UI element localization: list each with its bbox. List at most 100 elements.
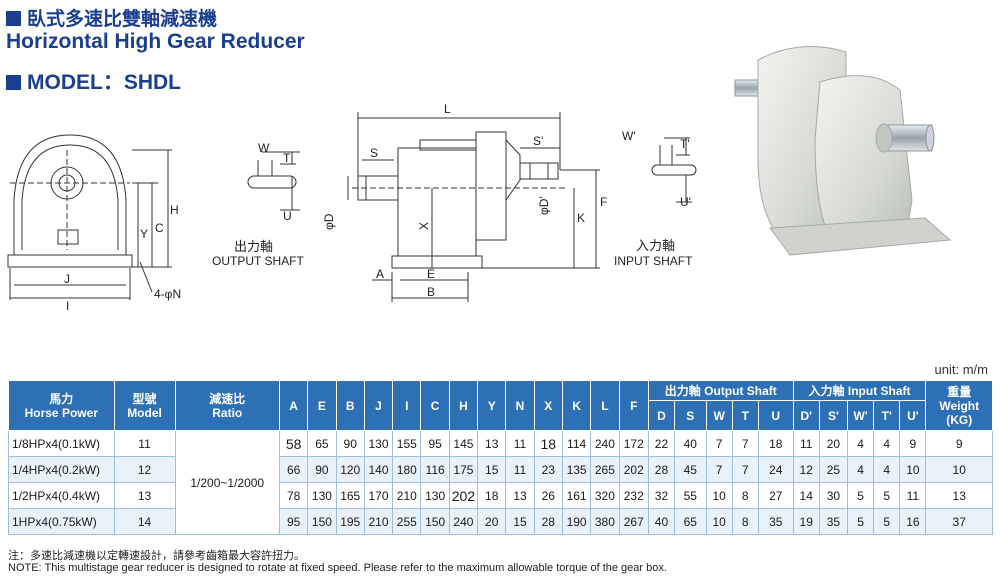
output-cell: 40 [647,508,676,535]
side-view-drawing [347,112,600,302]
value-cell: 11 [505,430,535,457]
output-cell: 65 [674,508,707,535]
value-cell: 161 [561,482,592,509]
hp-cell: 1HPx4(0.75kW) [8,508,115,535]
header-output-col: U [757,400,794,431]
weight-cell: 10 [925,456,993,483]
input-cell: 4 [873,456,901,483]
value-cell: 58 [278,430,309,457]
dim-u-label: U [283,209,292,223]
value-cell: 175 [448,456,479,483]
output-cell: 24 [757,456,794,483]
output-cell: 32 [647,482,676,509]
table-row: 1/8HPx4(0.1kW) 11 1/200~1/2000 58 65 90 … [8,430,993,535]
input-cell: 5 [847,482,875,509]
input-cell: 16 [899,508,927,535]
hp-cell: 1/2HPx4(0.4kW) [8,482,115,509]
input-cell: 9 [899,430,927,457]
dim-s-label: S [370,146,378,160]
header-letter: E [307,380,337,431]
header-letter: I [392,380,422,431]
header-letter: L [590,380,620,431]
input-cell: 25 [818,456,849,483]
header-output-col: W [705,400,733,431]
value-cell: 116 [420,456,450,483]
dim-f-label: F [600,195,607,209]
output-cell: 8 [731,482,759,509]
value-cell: 140 [363,456,394,483]
output-cell: 22 [647,430,676,457]
output-cell: 18 [757,430,794,457]
value-cell: 165 [335,482,365,509]
header-letter: C [420,380,450,431]
header-output-shaft: 出力軸 Output Shaft [647,380,794,401]
value-cell: 18 [533,430,563,457]
input-cell: 11 [792,430,820,457]
dim-e-label: E [427,267,435,281]
dim-w-label: W [258,141,270,155]
value-cell: 28 [533,508,563,535]
input-cell: 30 [818,482,849,509]
header-letter: F [618,380,649,431]
value-cell: 210 [363,508,394,535]
table-row: 1/4HPx4(0.2kW) 12 66 90 120 140 180 116 … [8,456,993,483]
value-cell: 65 [307,430,337,457]
input-cell: 12 [792,456,820,483]
dim-s2-label: S' [533,134,543,148]
header-letter: K [561,380,592,431]
value-cell: 195 [335,508,365,535]
value-cell: 15 [477,456,507,483]
output-cell: 45 [674,456,707,483]
header-input-col: U' [899,400,927,431]
value-cell: 78 [278,482,309,509]
value-cell: 90 [335,430,365,457]
dim-x-label: X [417,222,431,230]
model-cell: 11 [113,430,176,457]
title-chinese: 臥式多速比雙軸減速機 [6,4,217,31]
header-letter: Y [477,380,507,431]
value-cell: 95 [420,430,450,457]
header-output-col: T [731,400,759,431]
dim-d2-label: φD' [537,196,551,215]
output-cell: 28 [647,456,676,483]
dim-i-label: I [66,299,69,313]
input-cell: 14 [792,482,820,509]
header-letter: N [505,380,535,431]
model-cell: 12 [113,456,176,483]
dim-c-label: C [155,221,164,235]
header-input-shaft: 入力軸 Input Shaft [792,380,927,401]
dim-j-label: J [64,272,70,286]
value-cell: 150 [307,508,337,535]
value-cell: 180 [392,456,422,483]
input-cell: 5 [847,508,875,535]
square-bullet-icon [6,11,21,26]
input-cell: 19 [792,508,820,535]
output-shaft-label-zh: 出力軸 [234,240,273,255]
value-cell: 145 [448,430,479,457]
value-cell: 320 [590,482,620,509]
title-english: Horizontal High Gear Reducer [6,30,305,53]
header-input-col: T' [873,400,901,431]
header-letter: B [335,380,365,431]
value-cell: 265 [590,456,620,483]
value-cell: 255 [392,508,422,535]
header-letter: H [448,380,479,431]
unit-label: unit: m/m [934,362,988,377]
dim-a-label: A [376,267,384,281]
hp-cell: 1/4HPx4(0.2kW) [8,456,115,483]
value-cell: 90 [307,456,337,483]
input-cell: 11 [899,482,927,509]
output-cell: 55 [674,482,707,509]
value-cell: 210 [392,482,422,509]
value-cell: 13 [505,482,535,509]
value-cell: 95 [278,508,309,535]
input-shaft-drawing [651,137,697,203]
input-shaft-label-zh: 入力軸 [636,239,675,254]
value-cell: 11 [505,456,535,483]
gear-reducer-photo [734,46,952,256]
output-cell: 7 [731,430,759,457]
